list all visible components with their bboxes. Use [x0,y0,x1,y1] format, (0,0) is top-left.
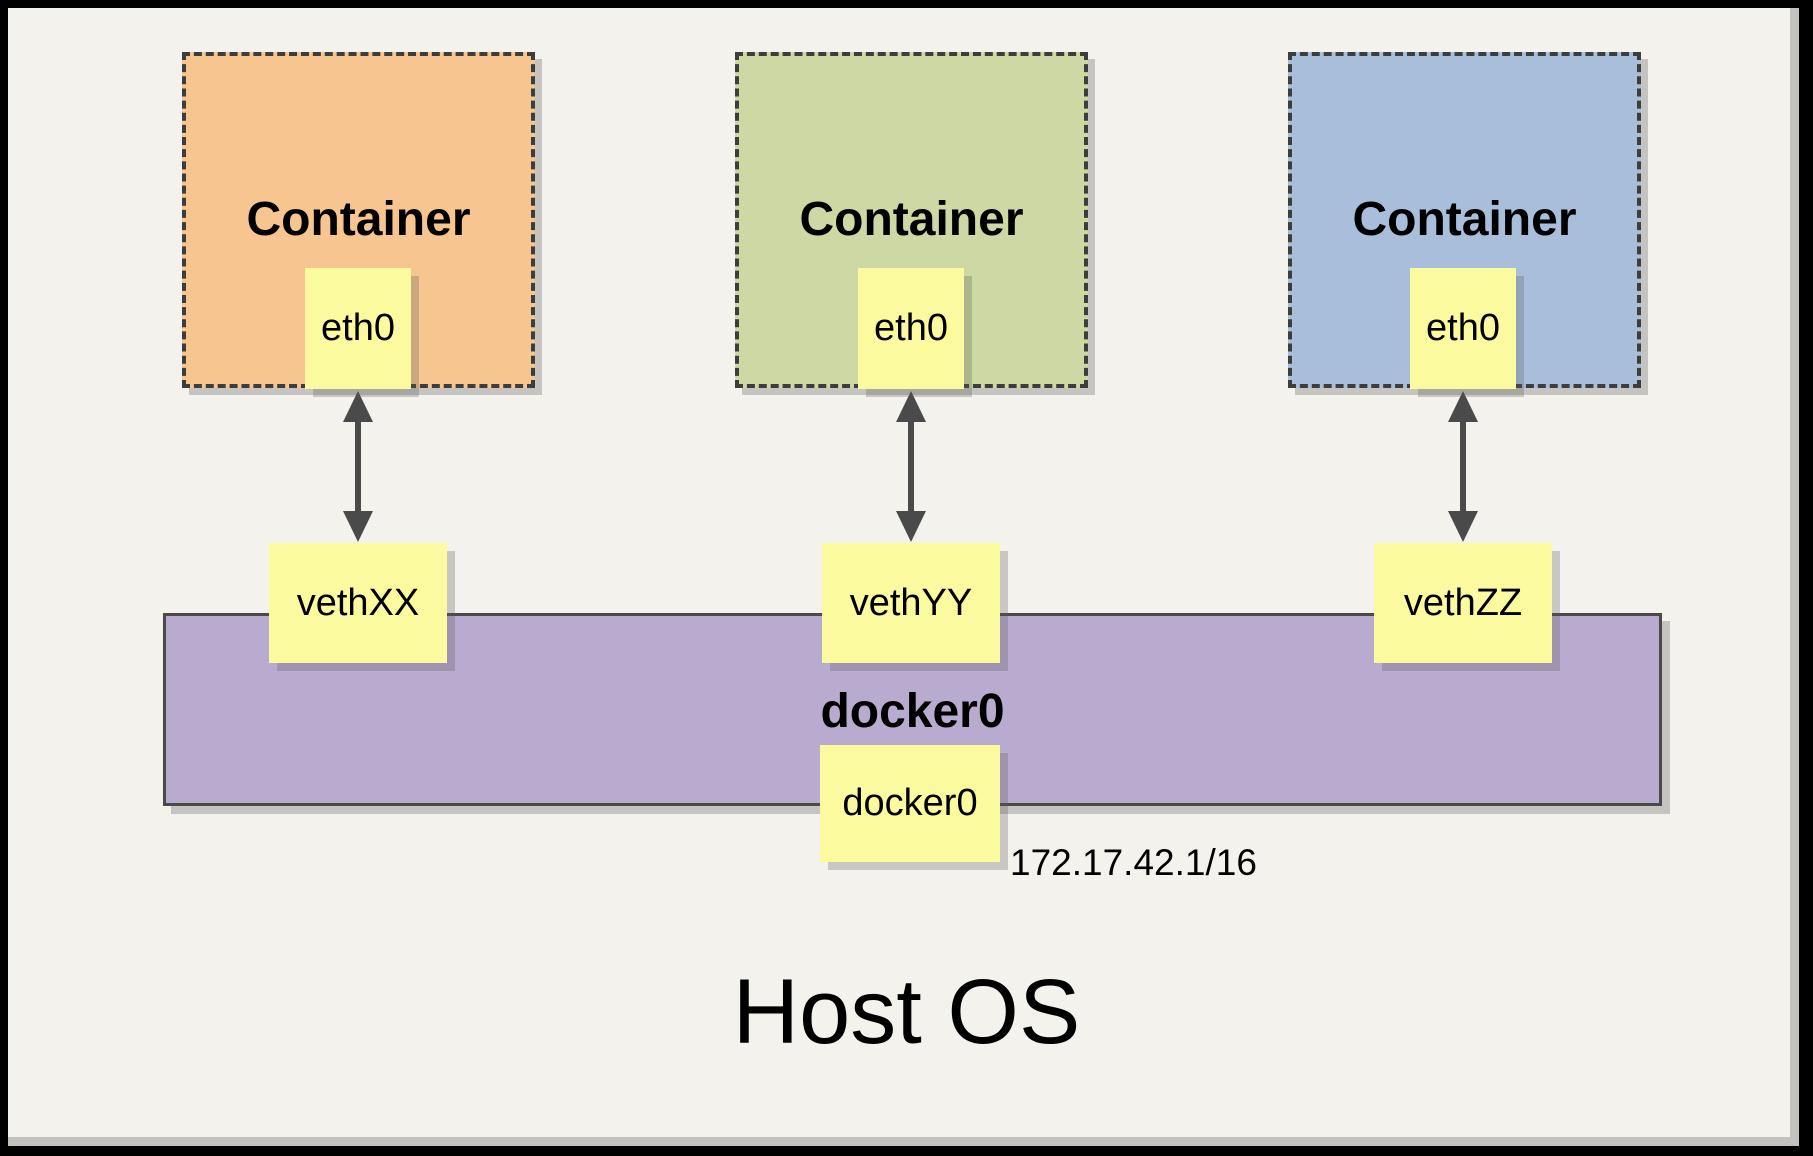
double-arrow-icon-1 [343,391,373,542]
container-label-1: Container [246,193,471,246]
bridge-ip-address: 172.17.42.1/16 [1010,842,1257,883]
container-label-2: Container [799,193,1024,246]
veth-box-1: vethXX [269,543,447,663]
eth0-box-3: eth0 [1410,268,1516,389]
docker0-bridge-label: docker0 [820,685,1005,738]
container-box-1: Container [182,52,535,388]
eth0-box-2: eth0 [858,268,964,389]
veth-box-2: vethYY [822,543,1000,663]
veth-box-3: vethZZ [1374,543,1552,663]
host-os-label: Host OS [732,961,1081,1063]
eth0-box-1: eth0 [305,268,411,389]
docker0-interface-box: docker0 [820,745,1000,862]
container-label-3: Container [1352,193,1577,246]
double-arrow-icon-3 [1448,391,1478,542]
double-arrow-icon-2 [896,391,926,542]
